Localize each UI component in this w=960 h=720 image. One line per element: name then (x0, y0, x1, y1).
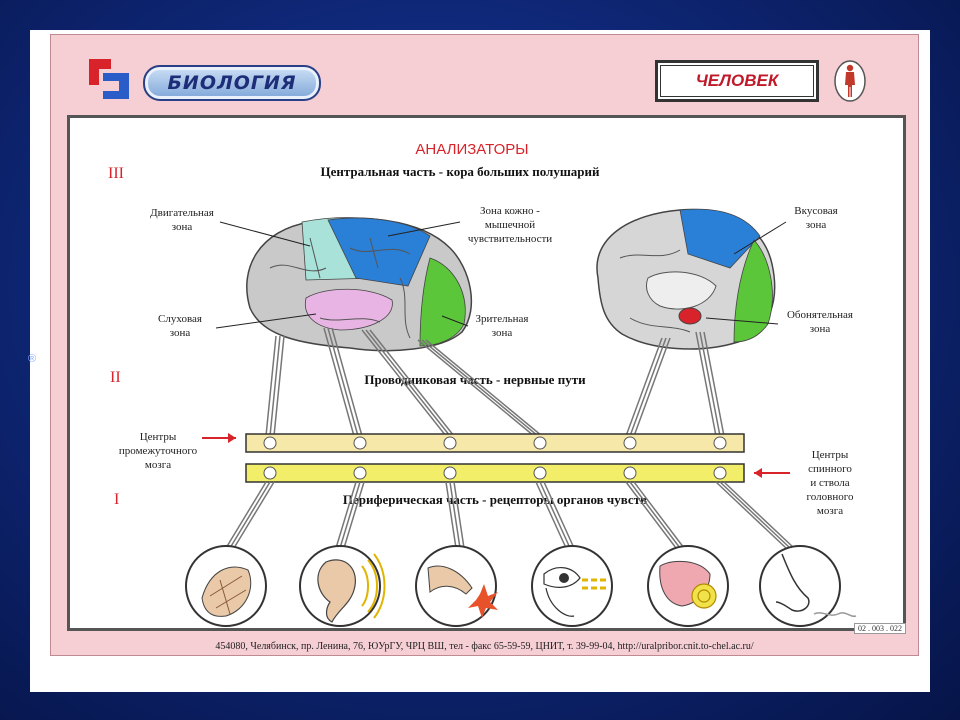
level-caption-2: Проводниковая часть - нервные пути (364, 372, 586, 387)
registered-mark-icon: ® (28, 353, 37, 365)
svg-text:мозга: мозга (145, 459, 171, 471)
touch-receptor-icon (415, 545, 498, 627)
analyzer-diagram: АНАЛИЗАТОРЫ III Центральная часть - кора… (108, 141, 857, 627)
svg-text:мозга: мозга (817, 505, 843, 517)
poster: БИОЛОГИЯ ЧЕЛОВЕК АНАЛИЗАТОРЫ III Централ… (50, 34, 919, 656)
svg-text:Обонятельная: Обонятельная (787, 309, 853, 321)
visual-zone (419, 257, 466, 347)
nerve-pathways (265, 327, 725, 437)
taste-zone (679, 208, 761, 269)
muscle-receptor-icon (185, 545, 267, 627)
right-brain (596, 208, 776, 350)
bar-nodes (263, 436, 727, 480)
tongue-receptor-icon (647, 545, 729, 627)
midbrain-centers-bar (245, 433, 745, 453)
diagram-title: АНАЛИЗАТОРЫ (415, 141, 528, 158)
left-brain (246, 217, 473, 352)
svg-text:зона: зона (172, 221, 193, 233)
level-caption-3: Центральная часть - кора больших полушар… (320, 164, 600, 179)
svg-text:промежуточного: промежуточного (119, 445, 198, 457)
svg-text:Слуховая: Слуховая (158, 313, 202, 325)
smell-zone-area (733, 239, 773, 343)
catalog-code: 02 . 003 . 022 (854, 623, 906, 634)
publisher-logo-icon (89, 59, 129, 99)
svg-text:спинного: спинного (808, 463, 852, 475)
svg-text:мышечной: мышечной (485, 219, 535, 231)
label-visual-zone: Зрительная зона (441, 313, 529, 339)
svg-text:зона: зона (810, 323, 831, 335)
human-figure-icon (834, 60, 866, 102)
eye-receptor-icon (531, 545, 613, 627)
skin-zone (327, 217, 431, 287)
svg-text:и ствола: и ствола (810, 477, 849, 489)
level-caption-1: Периферическая часть - рецепторы органов… (343, 492, 647, 507)
section-label: ЧЕЛОВЕК (655, 60, 819, 102)
svg-text:Зона кожно -: Зона кожно - (480, 205, 540, 217)
level-numeral-2: II (110, 369, 121, 386)
footer-address: 454080, Челябинск, пр. Ленина, 76, ЮУрГУ… (215, 641, 754, 652)
svg-text:зона: зона (170, 327, 191, 339)
svg-text:Двигательная: Двигательная (150, 207, 214, 219)
svg-text:головного: головного (807, 491, 854, 503)
label-midbrain-centers: Центры промежуточного мозга (119, 431, 236, 471)
receptor-pathways (225, 481, 795, 549)
label-spinal-centers: Центры спинного и ствола головного мозга (754, 449, 854, 517)
svg-text:Центры: Центры (140, 431, 177, 443)
svg-text:Вкусовая: Вкусовая (794, 205, 837, 217)
nose-receptor-icon (759, 545, 857, 627)
svg-text:зона: зона (492, 327, 513, 339)
label-motor-zone: Двигательная зона (150, 207, 311, 247)
label-skin-zone: Зона кожно - мышечной чувствительности (387, 205, 552, 245)
label-taste-zone: Вкусовая зона (733, 205, 838, 255)
label-smell-zone: Обонятельная зона (705, 309, 853, 335)
svg-text:Центры: Центры (812, 449, 849, 461)
level-numeral-3: III (108, 165, 124, 182)
diagram-panel: АНАЛИЗАТОРЫ III Центральная часть - кора… (67, 115, 906, 631)
level-numeral-1: I (114, 491, 119, 508)
ear-receptor-icon (299, 545, 386, 627)
spinal-centers-bar (245, 463, 745, 483)
label-auditory-zone: Слуховая зона (158, 313, 317, 339)
svg-text:Зрительная: Зрительная (476, 313, 529, 325)
svg-text:зона: зона (806, 219, 827, 231)
svg-text:чувствительности: чувствительности (468, 233, 552, 245)
subject-title: БИОЛОГИЯ (143, 65, 321, 101)
